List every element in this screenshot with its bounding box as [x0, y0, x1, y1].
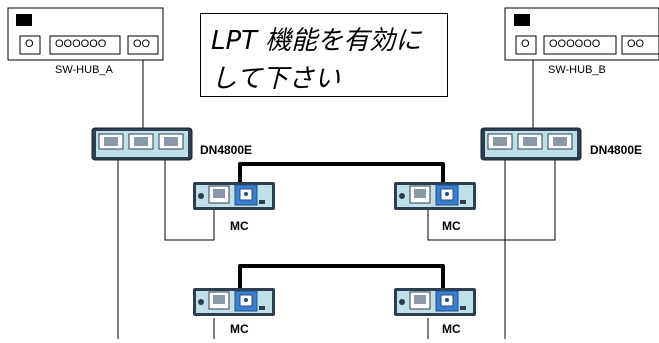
hub-a-port-1-text: O — [25, 38, 34, 50]
fiber-cables — [238, 162, 445, 290]
switch-left-label: DN4800E — [200, 143, 253, 157]
hub-b-port-1-text: O — [521, 38, 530, 50]
hub-a-port-group-text: OOOOOO — [55, 38, 107, 50]
callout-line-2: して下さい — [211, 64, 341, 94]
mc-bottom-left-label: MC — [230, 322, 249, 336]
cable-switch-right-to-mc-tr — [427, 160, 556, 241]
mc-top-right-label: MC — [442, 219, 461, 233]
hub-a — [7, 7, 164, 61]
mc-top-right — [394, 182, 476, 210]
fiber-top — [238, 162, 445, 184]
hub-b-port-group-text: OOOOOO — [549, 38, 601, 50]
hub-b-port-1 — [515, 35, 537, 55]
hub-b-label: SW-HUB_B — [548, 64, 606, 76]
hub-a-led — [16, 14, 32, 26]
hub-b — [504, 7, 659, 61]
hub-a-port-uplink-text: OO — [133, 38, 151, 50]
mc-top-left — [193, 182, 275, 210]
fiber-bottom — [238, 264, 445, 290]
hub-a-port-group — [49, 35, 121, 55]
switch-right-label: DN4800E — [590, 143, 643, 157]
mc-bottom-left — [193, 288, 275, 316]
hub-b-port-group — [543, 35, 617, 55]
hub-a-label: SW-HUB_A — [55, 64, 113, 76]
hub-b-port-uplink-text: OO — [627, 38, 645, 50]
switch-right — [480, 127, 582, 161]
cables — [117, 60, 556, 339]
hub-b-port-uplink — [621, 35, 659, 55]
hub-b-led — [514, 14, 530, 26]
mc-top-left-label: MC — [230, 219, 249, 233]
cable-switch-left-to-mc-tl — [164, 160, 215, 241]
mc-bottom-right — [394, 288, 476, 316]
hub-a-port-1 — [19, 35, 41, 55]
lpt-callout-box: LPT 機能を有効に して下さい — [200, 13, 448, 97]
mc-bottom-right-label: MC — [442, 322, 461, 336]
switch-left — [91, 127, 193, 161]
hub-a-port-uplink — [127, 35, 159, 55]
callout-line-1: LPT 機能を有効に — [211, 26, 422, 56]
